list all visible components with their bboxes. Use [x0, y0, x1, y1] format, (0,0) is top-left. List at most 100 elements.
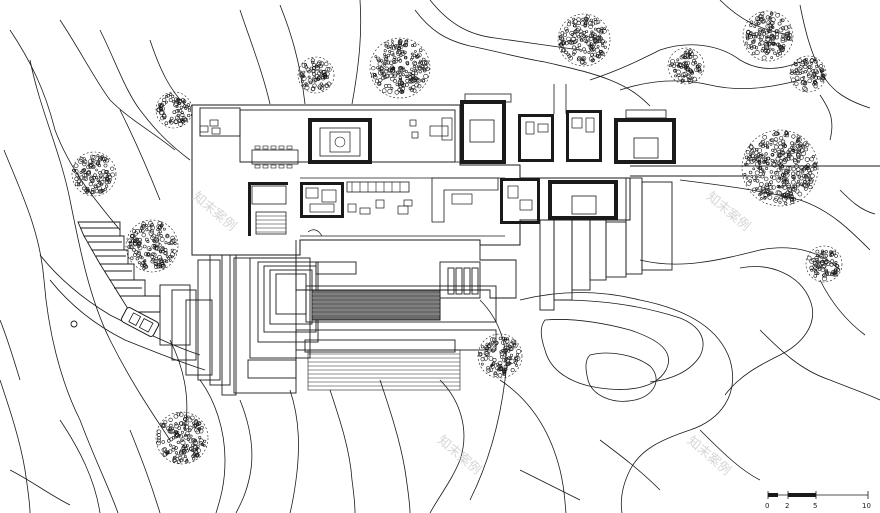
tree-leaf-mark — [758, 165, 763, 170]
tree-leaf-mark — [681, 78, 686, 83]
tree-leaf-mark — [756, 22, 760, 26]
tree-leaf-mark — [588, 20, 594, 26]
tree-leaf-mark — [685, 49, 690, 55]
tree-leaf-mark — [395, 82, 399, 87]
tree-leaf-mark — [130, 234, 134, 238]
tree-leaf-mark — [183, 417, 188, 422]
tree-leaf-mark — [194, 427, 199, 433]
tree-leaf-mark — [757, 166, 762, 170]
tree-leaf-mark — [165, 255, 169, 258]
tree-canopy-icon — [155, 411, 209, 465]
tree-leaf-mark — [177, 426, 181, 430]
tree-leaf-mark — [574, 38, 579, 43]
tree-leaf-mark — [107, 178, 112, 183]
tree-leaf-mark — [507, 349, 511, 353]
tree-leaf-mark — [774, 35, 779, 40]
tree-leaf-mark — [757, 148, 762, 153]
tree-leaf-mark — [595, 19, 601, 25]
tree-leaf-mark — [763, 42, 769, 48]
tree-leaf-mark — [744, 162, 747, 166]
tree-leaf-mark — [170, 255, 174, 259]
tree-leaf-mark — [586, 41, 592, 47]
tree-leaf-mark — [168, 98, 173, 102]
tree-leaf-mark — [304, 82, 308, 86]
tree-leaf-mark — [581, 57, 585, 61]
tree-leaf-mark — [829, 252, 834, 257]
trees — [71, 10, 843, 465]
tree-leaf-mark — [789, 193, 794, 199]
tree-leaf-mark — [183, 421, 189, 426]
tree-leaf-mark — [164, 100, 168, 104]
tree-leaf-mark — [766, 35, 770, 39]
tree-leaf-mark — [781, 142, 786, 146]
tree-leaf-mark — [679, 55, 684, 60]
tree-leaf-mark — [89, 176, 95, 182]
tree-leaf-mark — [770, 153, 774, 157]
tree-leaf-mark — [800, 168, 804, 172]
tree-leaf-mark — [788, 190, 794, 196]
tree-leaf-mark — [186, 103, 191, 107]
tree-leaf-mark — [187, 415, 190, 419]
tree-leaf-mark — [794, 164, 799, 169]
tree-leaf-mark — [79, 175, 84, 180]
tree-leaf-mark — [803, 81, 808, 86]
tree-leaf-mark — [398, 72, 402, 77]
tree-leaf-mark — [379, 69, 384, 74]
tree-leaf-mark — [493, 371, 498, 376]
tree-leaf-mark — [386, 60, 391, 65]
tree-leaf-mark — [596, 40, 600, 44]
tree-leaf-mark — [401, 51, 406, 56]
tree-leaf-mark — [505, 358, 510, 364]
tree-leaf-mark — [150, 255, 154, 259]
tree-leaf-mark — [168, 443, 172, 447]
tree-leaf-mark — [769, 35, 774, 40]
tree-leaf-mark — [588, 45, 594, 50]
tree-leaf-mark — [815, 70, 819, 74]
tree-leaf-mark — [74, 181, 80, 187]
tree-leaf-mark — [184, 454, 187, 458]
tree-leaf-mark — [830, 259, 835, 264]
tree-leaf-mark — [573, 29, 579, 34]
tree-leaf-mark — [409, 73, 413, 77]
tree-leaf-mark — [745, 177, 749, 180]
tree-leaf-mark — [401, 73, 405, 77]
tree-leaf-mark — [751, 187, 757, 193]
tree-leaf-mark — [812, 261, 818, 266]
tree-canopy-icon — [805, 245, 843, 283]
tree-leaf-mark — [408, 77, 413, 82]
tree-leaf-mark — [398, 76, 402, 80]
tree-leaf-mark — [674, 74, 678, 78]
tree-leaf-mark — [770, 36, 776, 42]
tree-leaf-mark — [166, 450, 170, 454]
tree-leaf-mark — [775, 53, 780, 57]
tree-leaf-mark — [398, 77, 402, 81]
tree-leaf-mark — [160, 422, 165, 428]
tree-leaf-mark — [759, 34, 764, 40]
tree-leaf-mark — [167, 256, 170, 260]
tree-leaf-mark — [511, 340, 517, 346]
tree-leaf-mark — [761, 55, 767, 61]
tree-leaf-mark — [744, 41, 748, 45]
tree-leaf-mark — [176, 440, 180, 445]
tree-leaf-mark — [833, 271, 839, 277]
tree-leaf-mark — [773, 144, 779, 150]
tree-leaf-mark — [191, 437, 196, 443]
tree-leaf-mark — [773, 137, 779, 142]
tree-leaf-mark — [760, 197, 763, 200]
tree-leaf-mark — [184, 433, 188, 437]
tree-leaf-mark — [813, 161, 817, 165]
tree-leaf-mark — [172, 455, 177, 460]
tree-leaf-mark — [172, 249, 177, 254]
tree-leaf-mark — [404, 43, 408, 47]
tree-leaf-mark — [822, 257, 828, 263]
tree-leaf-mark — [582, 47, 586, 52]
tree-leaf-mark — [809, 156, 815, 162]
tree-leaf-mark — [780, 193, 784, 197]
tree-leaf-mark — [757, 28, 762, 33]
tree-leaf-mark — [685, 66, 690, 71]
tree-leaf-mark — [172, 110, 177, 114]
tree-leaf-mark — [183, 434, 189, 440]
tree-leaf-mark — [570, 32, 574, 36]
tree-leaf-mark — [803, 70, 808, 74]
tree-leaf-mark — [155, 241, 161, 247]
